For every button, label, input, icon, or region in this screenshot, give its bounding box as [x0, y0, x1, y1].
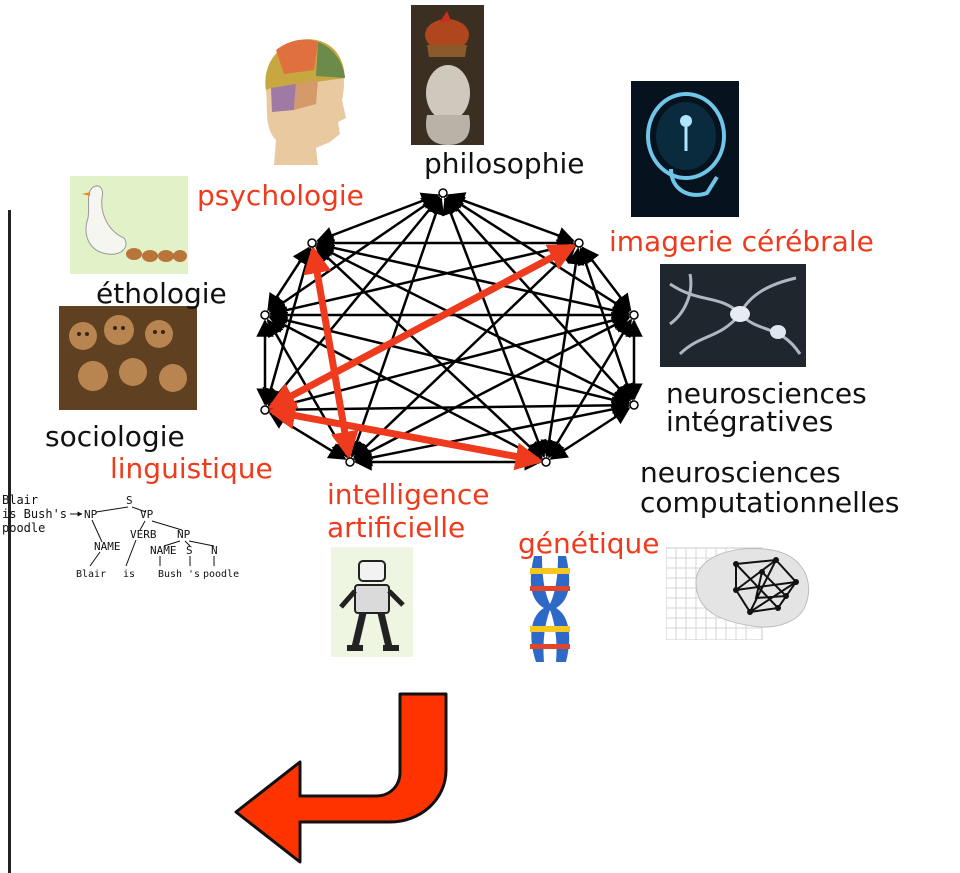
edge-philosophie-imagerie: [446, 192, 576, 244]
tree-node-verb: VERB: [130, 528, 157, 541]
tree-node-np2: NP: [177, 528, 191, 541]
highlight-edge-linguistique-genetique: [267, 401, 544, 471]
tree-node-n: N: [211, 544, 218, 557]
return-arrow-icon: [234, 692, 448, 864]
label-linguistique: linguistique: [110, 452, 273, 485]
label-neurosciences-integratives-line2: intégratives: [666, 405, 834, 438]
label-neurosciences-computationnelles-line1: neurosciences: [640, 456, 841, 489]
node-genetique: [541, 457, 551, 467]
tree-node-name: NAME: [94, 540, 121, 553]
xray-head-image: [631, 81, 739, 217]
goose-and-goslings-image: [70, 176, 188, 274]
edge-imagerie-neuro-comp: [577, 247, 636, 401]
tree-leaf-blair: Blair: [76, 569, 106, 580]
tree-sentence-line1: Blair: [2, 493, 38, 507]
philosopher-bust-image: [411, 5, 484, 145]
syntax-tree: Blair is Bush's poodle S NP VP NAME VERB…: [0, 488, 260, 588]
node-neuro-comp: [629, 400, 639, 410]
label-philosophie: philosophie: [424, 147, 585, 180]
node-sociologie: [260, 310, 270, 320]
tree-node-np: NP: [84, 508, 98, 521]
label-neurosciences-integratives-line1: neurosciences: [666, 377, 867, 410]
primates-group-image: [59, 306, 197, 410]
label-imagerie-cerebrale: imagerie cérébrale: [609, 225, 874, 258]
robot-image: [331, 547, 413, 657]
node-neuro-int: [629, 310, 639, 320]
tree-node-s: S: [126, 494, 133, 507]
tree-node-s2: S: [186, 544, 193, 557]
label-intelligence-artificielle-line2: artificielle: [327, 511, 466, 544]
tree-node-name2: NAME: [150, 544, 177, 557]
node-ia: [345, 457, 355, 467]
tree-leaf-possessive: 's: [188, 569, 200, 580]
label-ethologie: éthologie: [96, 277, 227, 310]
label-neurosciences-computationnelles-line2: computationnelles: [640, 486, 900, 519]
tree-node-vp: VP: [140, 508, 154, 521]
label-intelligence-artificielle-line1: intelligence: [327, 478, 490, 511]
tree-leaf-poodle: poodle: [203, 569, 239, 580]
label-sociologie: sociologie: [45, 420, 185, 453]
tree-leaf-is: is: [123, 569, 135, 580]
left-border: [0, 210, 11, 873]
node-philosophie: [438, 188, 448, 198]
label-psychologie: psychologie: [197, 179, 364, 212]
tree-sentence-line3: poodle: [2, 521, 45, 535]
node-psychologie: [307, 238, 317, 248]
tree-leaf-bush: Bush: [158, 569, 182, 580]
brain-network-image: [666, 542, 814, 640]
chromosome-image: [520, 552, 580, 665]
edge-philosophie-psychologie: [315, 192, 440, 244]
phrenology-head-image: [246, 30, 351, 165]
label-genetique: génétique: [518, 527, 660, 560]
highlight-edge-imagerie-linguistique: [267, 243, 577, 410]
node-linguistique: [260, 405, 270, 415]
tree-sentence-line2: is Bush's: [2, 507, 67, 521]
neurons-image: [660, 264, 806, 367]
node-imagerie: [574, 238, 584, 248]
